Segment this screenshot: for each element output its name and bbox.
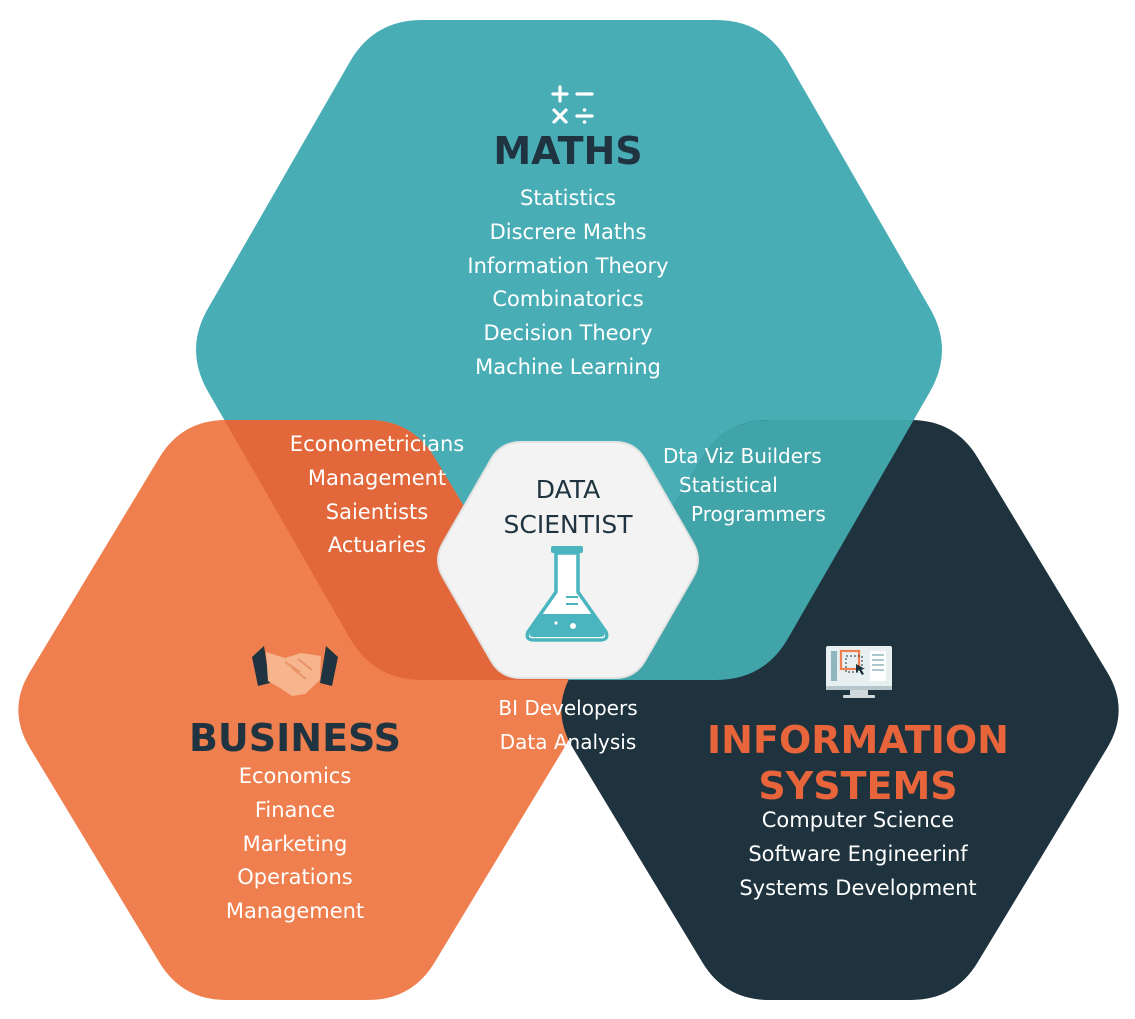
math-operators-icon: [551, 85, 594, 124]
maths-is-overlap: [561, 420, 942, 680]
list-item: Management: [307, 465, 447, 490]
list-item: Actuaries: [327, 533, 427, 558]
list-item: Software Engineerinf: [748, 841, 968, 866]
list-item: Management: [225, 899, 365, 924]
business-items: Economics Finance Marketing Operations M…: [195, 760, 395, 929]
information-systems-title: INFORMATION SYSTEMS: [707, 718, 1009, 808]
list-item: Data Analysis: [499, 729, 637, 754]
list-item: Information Theory: [467, 253, 669, 278]
maths-title: MATHS: [493, 129, 643, 173]
data-scientist-title: DATA SCIENTIST: [503, 475, 633, 539]
business-title: BUSINESS: [188, 716, 402, 760]
list-item: Machine Learning: [475, 354, 661, 379]
handshake-icon: [252, 646, 338, 696]
list-item: Saientists: [325, 499, 429, 524]
business-maths-overlap-items: Econometricians Management Saientists Ac…: [262, 428, 492, 563]
information-systems-items: Computer Science Software Engineerinf Sy…: [718, 804, 998, 905]
list-item: Combinatorics: [492, 287, 644, 312]
list-item: Decision Theory: [483, 321, 653, 346]
computer-monitor-icon: [826, 646, 892, 698]
maths-items: Statistics Discrere Maths Information Th…: [418, 182, 718, 385]
list-item: Economics: [238, 764, 352, 788]
list-item: Finance: [254, 797, 336, 822]
flask-icon: [525, 546, 609, 642]
list-item: Discrere Maths: [489, 219, 647, 244]
business-is-overlap-items: BI Developers Data Analysis: [468, 692, 668, 760]
list-item: Marketing: [242, 831, 348, 856]
list-item: Operations: [237, 865, 353, 890]
business-maths-overlap: [196, 420, 576, 680]
maths-is-overlap-item: Statistical: [679, 473, 778, 497]
list-item: Systems Development: [739, 875, 977, 900]
list-item: BI Developers: [498, 696, 638, 720]
list-item: Statistics: [520, 186, 616, 210]
list-item: Computer Science: [761, 808, 955, 832]
maths-is-overlap-item: Programmers: [691, 502, 826, 526]
maths-is-overlap-item: Dta Viz Builders: [663, 444, 822, 468]
list-item: Econometricians: [289, 432, 465, 456]
